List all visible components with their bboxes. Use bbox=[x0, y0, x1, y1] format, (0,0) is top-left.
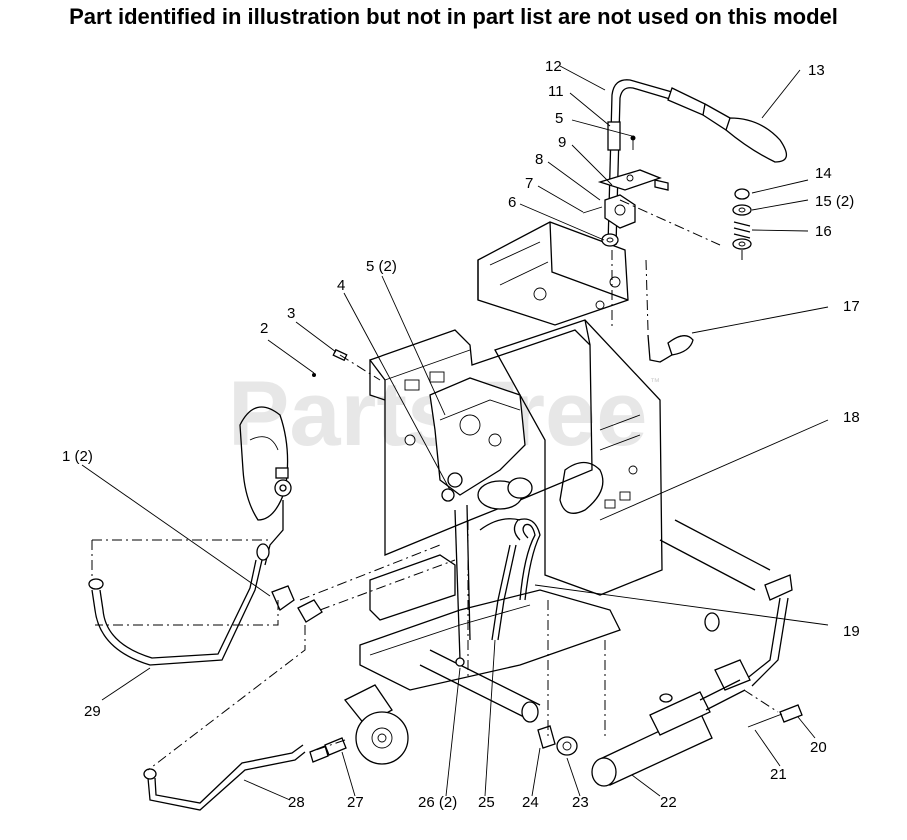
callout-14: 14 bbox=[815, 165, 832, 182]
lift-rod bbox=[647, 334, 694, 363]
lift-cylinder bbox=[591, 679, 746, 787]
callout-5-pair: 5 (2) bbox=[366, 258, 397, 275]
callout-29: 29 bbox=[84, 703, 101, 720]
callout-7: 7 bbox=[525, 175, 533, 192]
callout-23: 23 bbox=[572, 794, 589, 811]
pump-motor bbox=[309, 684, 409, 765]
watermark-trademark: ™ bbox=[650, 377, 660, 388]
callout-18: 18 bbox=[843, 409, 860, 426]
callout-17: 17 bbox=[843, 298, 860, 315]
callout-9: 9 bbox=[558, 134, 566, 151]
hydraulic-hoses bbox=[88, 518, 541, 811]
callout-22: 22 bbox=[660, 794, 677, 811]
callout-1: 1 (2) bbox=[62, 448, 93, 465]
pivot-bracket bbox=[582, 121, 669, 247]
lift-lever bbox=[607, 79, 787, 246]
callout-11: 11 bbox=[548, 83, 564, 100]
callout-26: 26 (2) bbox=[418, 794, 457, 811]
callout-21: 21 bbox=[770, 766, 787, 783]
callout-5: 5 bbox=[555, 110, 563, 127]
spring-stack bbox=[732, 188, 752, 250]
callout-12: 12 bbox=[545, 58, 562, 75]
callout-3: 3 bbox=[287, 305, 295, 322]
callout-4: 4 bbox=[337, 277, 345, 294]
callout-20: 20 bbox=[810, 739, 827, 756]
control-valve bbox=[429, 377, 533, 510]
lift-linkage bbox=[714, 574, 803, 728]
callout-19: 19 bbox=[843, 623, 860, 640]
callout-16: 16 bbox=[815, 223, 832, 240]
callout-8: 8 bbox=[535, 151, 543, 168]
callout-28: 28 bbox=[288, 794, 305, 811]
callout-13: 13 bbox=[808, 62, 825, 79]
callout-15: 15 (2) bbox=[815, 193, 854, 210]
callout-25: 25 bbox=[478, 794, 495, 811]
chassis-frame bbox=[359, 221, 771, 723]
callout-24: 24 bbox=[522, 794, 539, 811]
bushings bbox=[537, 725, 578, 756]
callout-27: 27 bbox=[347, 794, 364, 811]
leader-lines bbox=[81, 65, 829, 801]
callout-6: 6 bbox=[508, 194, 516, 211]
assembly-centerlines bbox=[91, 199, 779, 771]
callout-2: 2 bbox=[260, 320, 268, 337]
callout-labels: 1 (2) 2 3 4 5 (2) 5 6 7 8 9 11 12 13 14 … bbox=[62, 58, 860, 811]
diagram-note: Part identified in illustration but not … bbox=[69, 4, 838, 29]
